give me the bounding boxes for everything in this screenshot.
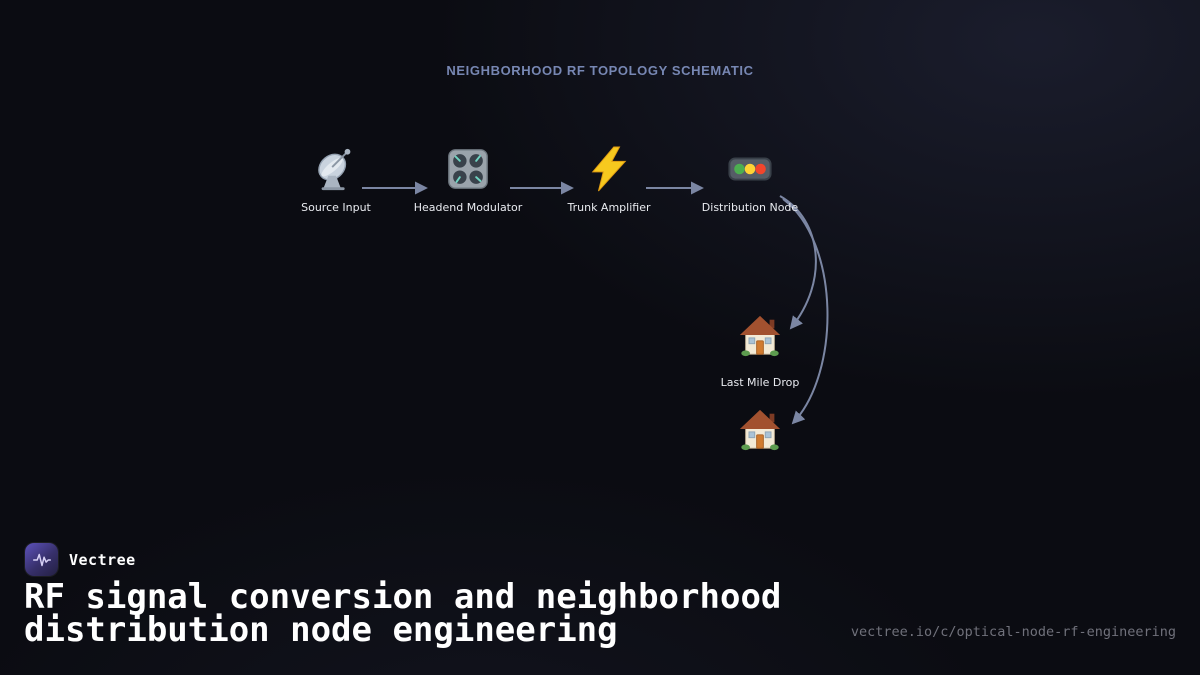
traffic-light-icon xyxy=(727,146,773,192)
node-label-trunk-amplifier: Trunk Amplifier xyxy=(567,201,651,214)
node-distribution-node: Distribution Node xyxy=(665,146,835,214)
node-trunk-amplifier: Trunk Amplifier xyxy=(524,146,694,214)
card-url: vectree.io/c/optical-node-rf-engineering xyxy=(850,624,1176,640)
lightning-bolt-icon xyxy=(586,146,632,192)
node-label-distribution-node: Distribution Node xyxy=(701,201,799,214)
node-last-mile-drop-2 xyxy=(675,407,845,453)
node-last-mile-drop-1: Last Mile Drop xyxy=(675,313,845,389)
flow-edges xyxy=(362,181,829,425)
node-source-input: Source Input xyxy=(251,146,421,214)
brand-name: Vectree xyxy=(69,550,136,569)
headline: RF signal conversion and neighborhood di… xyxy=(24,577,782,650)
house-icon xyxy=(737,407,783,453)
brand: Vectree xyxy=(25,543,136,576)
house-icon xyxy=(737,313,783,359)
node-label-last-mile-drop: Last Mile Drop xyxy=(720,376,800,389)
node-label-source-input: Source Input xyxy=(301,201,371,214)
vectree-logo-icon xyxy=(25,543,58,576)
satellite-dish-icon xyxy=(313,146,359,192)
edge-distribution-to-house-1 xyxy=(779,195,817,330)
control-knobs-icon xyxy=(445,146,491,192)
node-label-headend-modulator: Headend Modulator xyxy=(413,201,523,214)
node-headend-modulator: Headend Modulator xyxy=(383,146,553,214)
edge-distribution-to-house-2 xyxy=(782,198,829,425)
schematic-title: NEIGHBORHOOD RF TOPOLOGY SCHEMATIC xyxy=(446,63,754,78)
